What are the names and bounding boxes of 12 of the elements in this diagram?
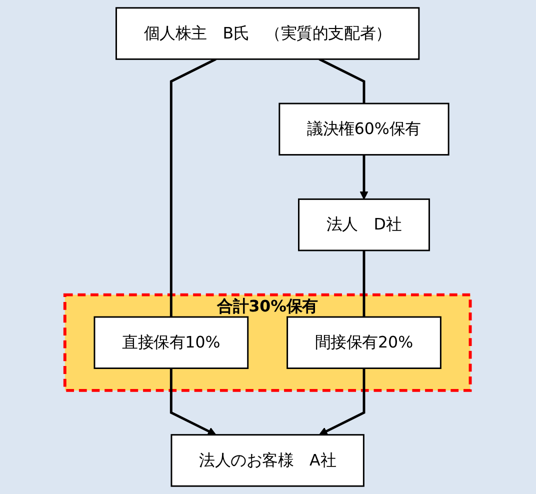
connector: [363, 250, 366, 317]
node-box: 法人のお客様 A社: [171, 434, 365, 487]
node-box: 議決権60%保有: [279, 102, 450, 156]
arrow: [170, 368, 217, 436]
connector: [319, 58, 366, 104]
node-box: 個人株主 B氏 （実質的支配者）: [116, 7, 420, 60]
connector: [170, 58, 217, 317]
node-box: 直接保有10%: [94, 316, 250, 369]
node-box: 法人 D社: [298, 198, 430, 252]
node-box: 間接保有20%: [286, 316, 442, 369]
arrow: [360, 154, 369, 200]
arrow: [319, 368, 366, 436]
